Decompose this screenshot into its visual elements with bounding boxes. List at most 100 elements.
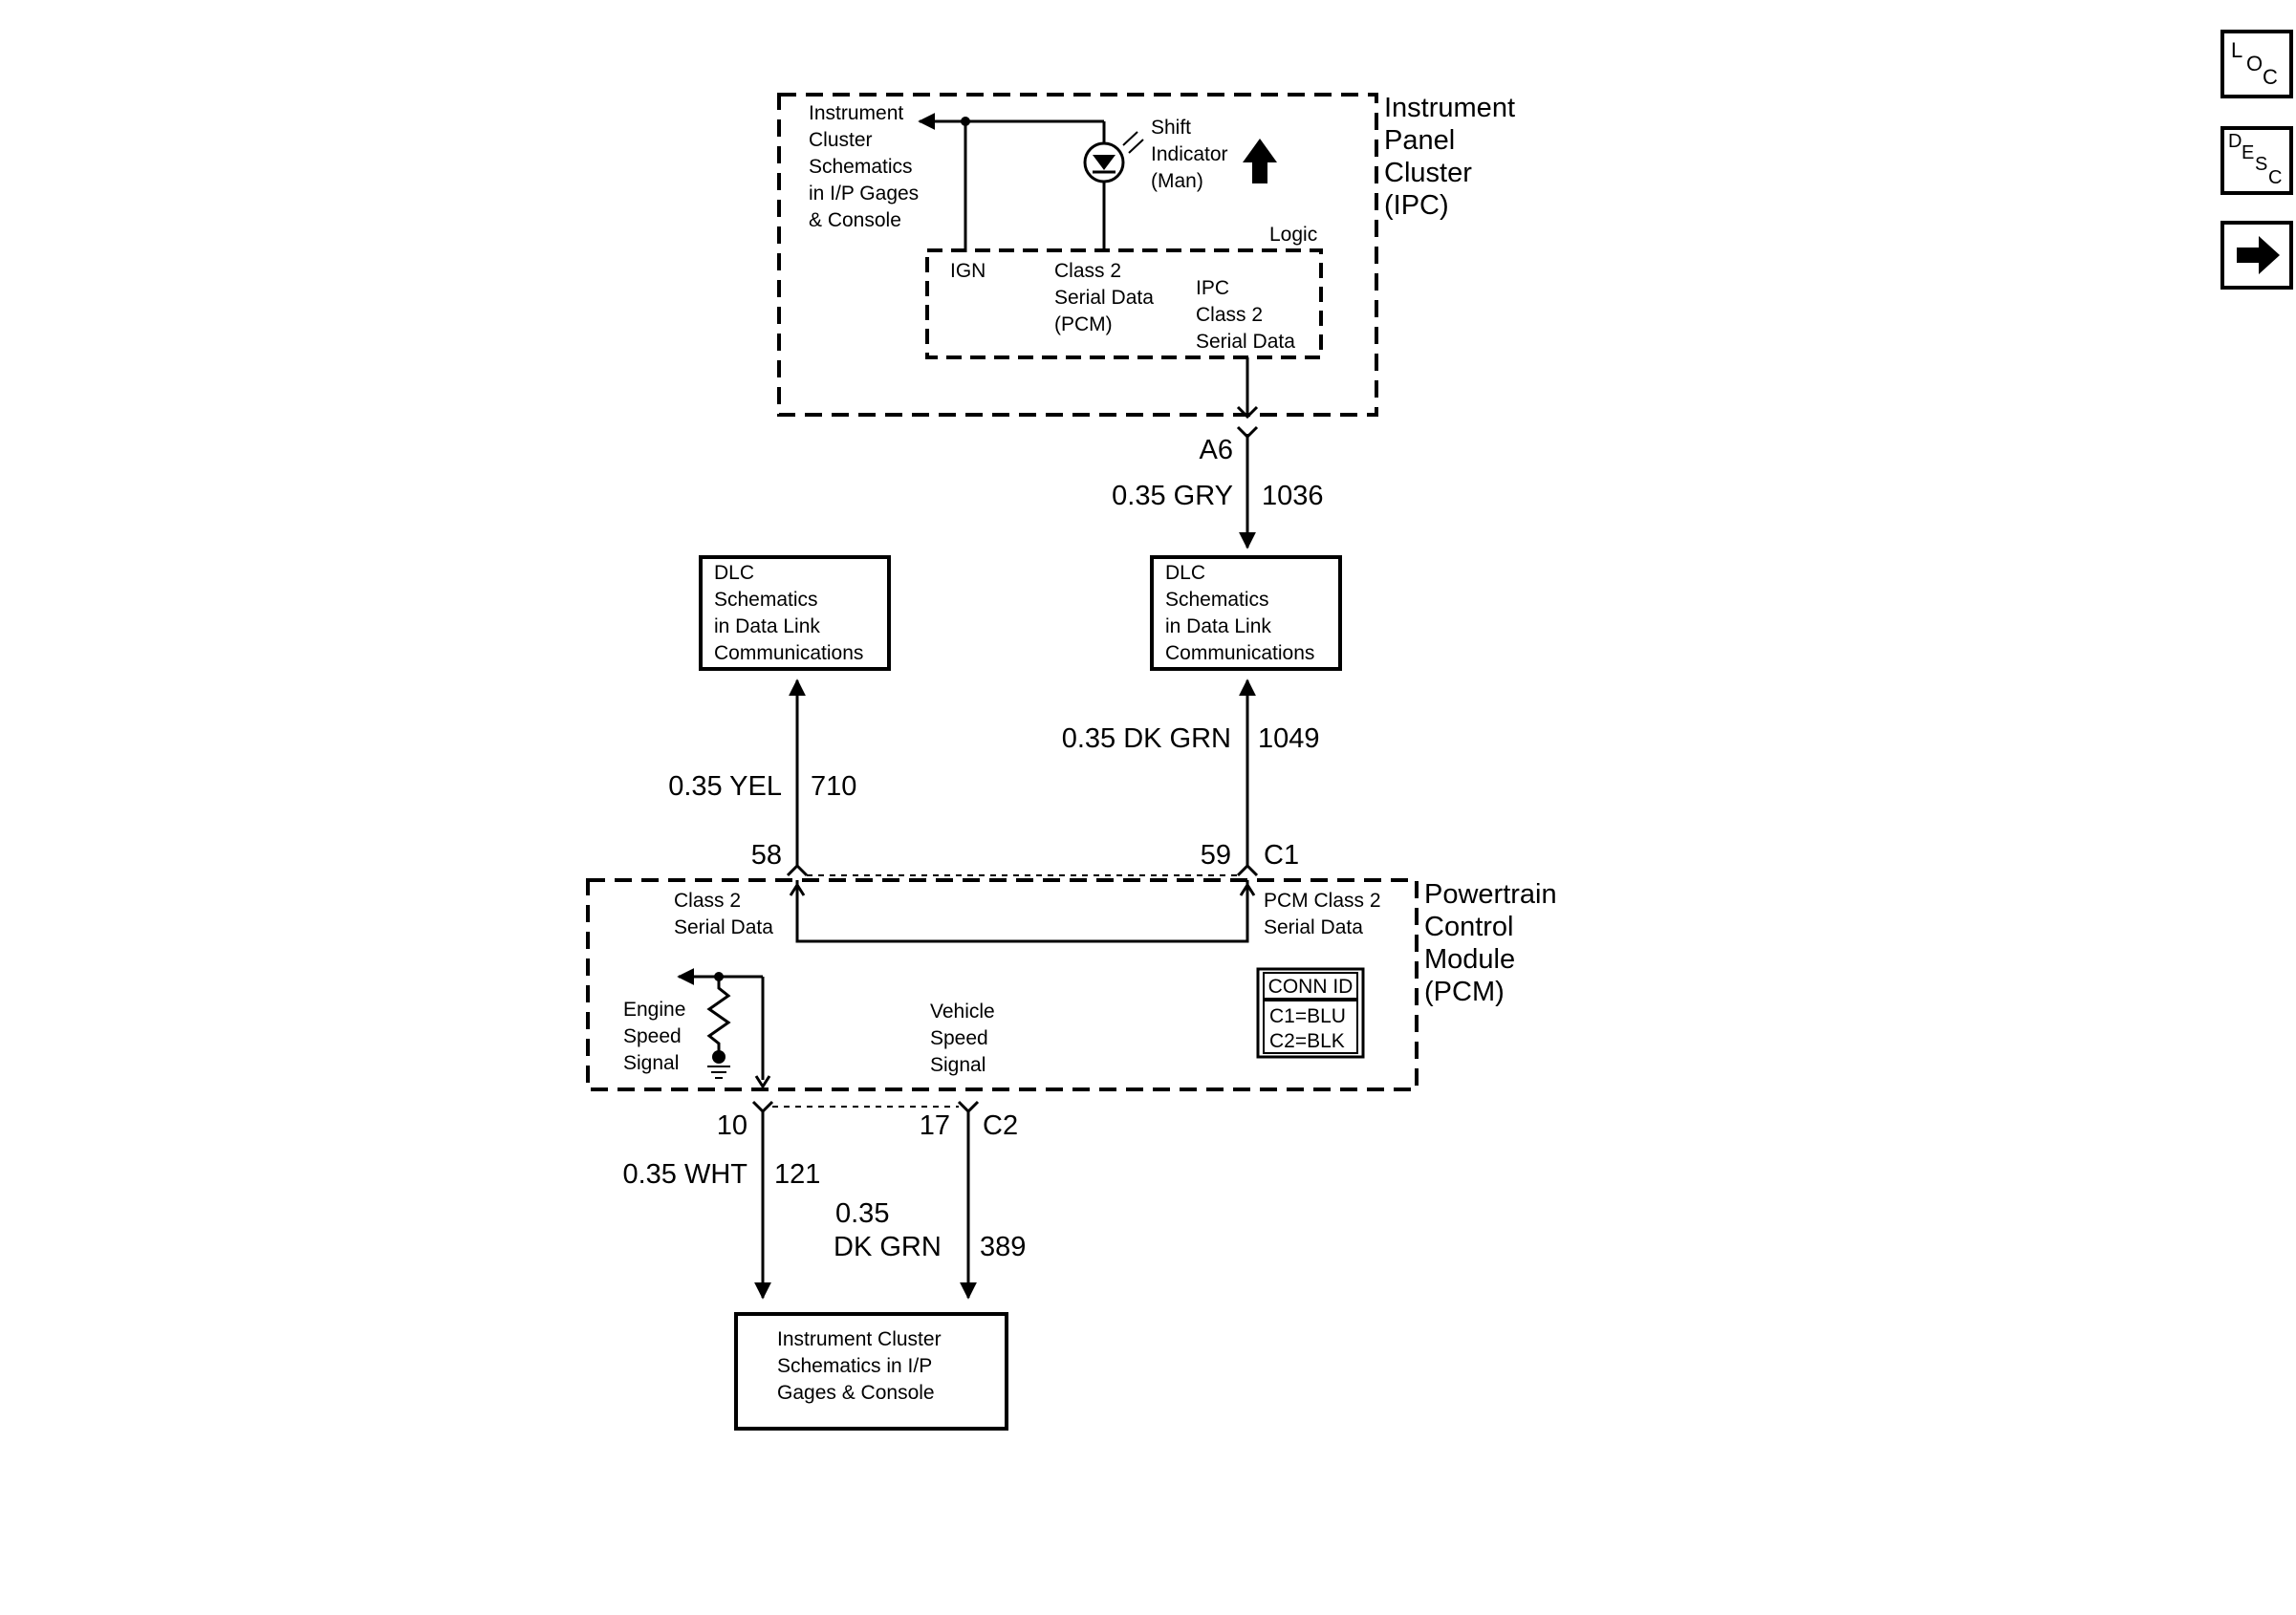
vehicle-speed-line: Signal xyxy=(930,1054,986,1076)
class2-pcm-line: Class 2 xyxy=(1054,260,1121,282)
vehicle-speed-label: Vehicle Speed Signal xyxy=(930,1001,995,1076)
conn-id-row: C2=BLK xyxy=(1269,1030,1345,1052)
pcm-boundary xyxy=(586,878,1419,1091)
ipc-module: Instrument Panel Cluster (IPC) Instrumen… xyxy=(777,93,1515,417)
loc-icon-letter: L xyxy=(2231,38,2242,62)
pcm-class2-left-label: Class 2 Serial Data xyxy=(674,890,773,938)
dlc-right-line: DLC xyxy=(1165,562,1205,584)
shift-up-arrow-icon xyxy=(1243,139,1277,183)
class2-pcm-label: Class 2 Serial Data (PCM) xyxy=(1054,260,1154,335)
ipc-title: Instrument Panel Cluster (IPC) xyxy=(1384,93,1515,221)
pcm-title-line: Control xyxy=(1424,912,1514,942)
ic-box-line: Instrument Cluster xyxy=(777,1328,942,1350)
ic-schematics-box: Instrument Cluster Schematics in I/P Gag… xyxy=(734,1312,1008,1431)
dlc-right-line: Schematics xyxy=(1165,589,1269,611)
dlc-right-line: Communications xyxy=(1165,642,1314,664)
ipc-title-line: Instrument xyxy=(1384,93,1515,123)
circuit-number-label: 389 xyxy=(980,1232,1026,1262)
dlc-box-left: DLC Schematics in Data Link Communicatio… xyxy=(699,555,891,671)
engine-speed-label: Engine Speed Signal xyxy=(623,999,685,1074)
ipc-class2-line: IPC xyxy=(1196,277,1229,299)
pcm-title: Powertrain Control Module (PCM) xyxy=(1424,879,1557,1007)
wire-1036: A6 0.35 GRY 1036 xyxy=(1112,357,1324,549)
wire-color-label: 0.35 GRY xyxy=(1112,481,1233,511)
conn-id-row: C1=BLU xyxy=(1269,1005,1346,1027)
pcm-class2-right-label: PCM Class 2 Serial Data xyxy=(1264,890,1381,938)
engine-speed-line: Signal xyxy=(623,1052,679,1074)
connector-symbol xyxy=(786,863,809,877)
pullup-resistor-icon xyxy=(706,977,731,1057)
ipc-ref-note: Instrument Cluster Schematics in I/P Gag… xyxy=(809,102,919,231)
wire-gauge-label: 0.35 xyxy=(835,1198,889,1229)
pin-label-a6: A6 xyxy=(1200,435,1233,465)
connector-label-c2: C2 xyxy=(983,1110,1018,1141)
shift-label-line: Shift xyxy=(1151,117,1191,139)
connector-symbol xyxy=(1236,405,1259,420)
arrow-right-icon xyxy=(2237,236,2280,274)
pin-label-10: 10 xyxy=(717,1110,747,1141)
loc-icon-letter: O xyxy=(2246,52,2263,75)
pin-label-17: 17 xyxy=(920,1110,950,1141)
circuit-number-label: 121 xyxy=(774,1159,820,1190)
desc-icon-letter: D xyxy=(2228,131,2242,152)
next-button[interactable] xyxy=(2220,221,2293,290)
ipc-title-line: (IPC) xyxy=(1384,190,1449,221)
desc-icon-letter: S xyxy=(2255,154,2267,175)
shift-label-line: (Man) xyxy=(1151,170,1203,192)
ipc-class2-line: Serial Data xyxy=(1196,331,1295,353)
wire-121: 10 0.35 WHT 121 xyxy=(622,1100,820,1300)
class2-left-line: Serial Data xyxy=(674,916,773,938)
circuit-number-label: 1049 xyxy=(1258,723,1320,754)
ground-icon xyxy=(707,1050,730,1079)
pcm-class2-loop xyxy=(795,880,1249,943)
ref-note-line: Instrument xyxy=(809,102,903,124)
connector-symbol xyxy=(957,1100,980,1114)
wire-1049: 0.35 DK GRN 1049 59 C1 xyxy=(1062,678,1320,877)
class2-pcm-line: (PCM) xyxy=(1054,313,1113,335)
dlc-right-line: in Data Link xyxy=(1165,615,1271,637)
ref-note-line: Cluster xyxy=(809,129,873,151)
ref-note-line: & Console xyxy=(809,209,901,231)
class2-right-line: Serial Data xyxy=(1264,916,1363,938)
circuit-number-label: 1036 xyxy=(1262,481,1324,511)
loc-button[interactable]: L O C xyxy=(2220,30,2293,98)
ipc-title-line: Cluster xyxy=(1384,158,1472,188)
pcm-title-line: Module xyxy=(1424,944,1515,975)
pin-label-59: 59 xyxy=(1201,840,1231,871)
engine-speed-line: Engine xyxy=(623,999,685,1021)
wire-color-label: 0.35 WHT xyxy=(622,1159,747,1190)
wire-710: 0.35 YEL 710 58 xyxy=(668,678,856,877)
ic-box-line: Gages & Console xyxy=(777,1382,935,1404)
connector-symbol xyxy=(751,1100,774,1114)
class2-pcm-line: Serial Data xyxy=(1054,287,1154,309)
ipc-title-line: Panel xyxy=(1384,125,1455,156)
ipc-logic-box xyxy=(925,248,1323,359)
vehicle-speed-line: Vehicle xyxy=(930,1001,995,1023)
class2-right-line: PCM Class 2 xyxy=(1264,890,1381,912)
dlc-left-line: DLC xyxy=(714,562,754,584)
connector-label-c1: C1 xyxy=(1264,840,1299,871)
dlc-left-line: Communications xyxy=(714,642,863,664)
pcm-title-line: Powertrain xyxy=(1424,879,1557,910)
ipc-class2-line: Class 2 xyxy=(1196,304,1263,326)
conn-id-header: CONN ID xyxy=(1268,976,1354,998)
ipc-boundary xyxy=(777,93,1378,417)
wire-color-label: 0.35 DK GRN xyxy=(1062,723,1231,754)
vehicle-speed-line: Speed xyxy=(930,1027,988,1049)
conn-id-table: CONN ID C1=BLU C2=BLK xyxy=(1256,967,1365,1059)
desc-icon-letter: E xyxy=(2242,142,2254,163)
ref-note-line: Schematics xyxy=(809,156,913,178)
shift-indicator-label: Shift Indicator (Man) xyxy=(1151,117,1228,192)
ipc-class2-label: IPC Class 2 Serial Data xyxy=(1196,277,1295,353)
ic-box-line: Schematics in I/P xyxy=(777,1355,932,1377)
dlc-left-line: in Data Link xyxy=(714,615,820,637)
class2-left-line: Class 2 xyxy=(674,890,741,912)
desc-icon-letter: C xyxy=(2268,167,2282,188)
dlc-left-line: Schematics xyxy=(714,589,818,611)
logic-label: Logic xyxy=(1269,224,1317,246)
loc-icon-letter: C xyxy=(2263,65,2278,89)
wire-color-label: DK GRN xyxy=(834,1232,942,1262)
circuit-number-label: 710 xyxy=(811,771,856,802)
desc-button[interactable]: D E S C xyxy=(2220,126,2293,195)
